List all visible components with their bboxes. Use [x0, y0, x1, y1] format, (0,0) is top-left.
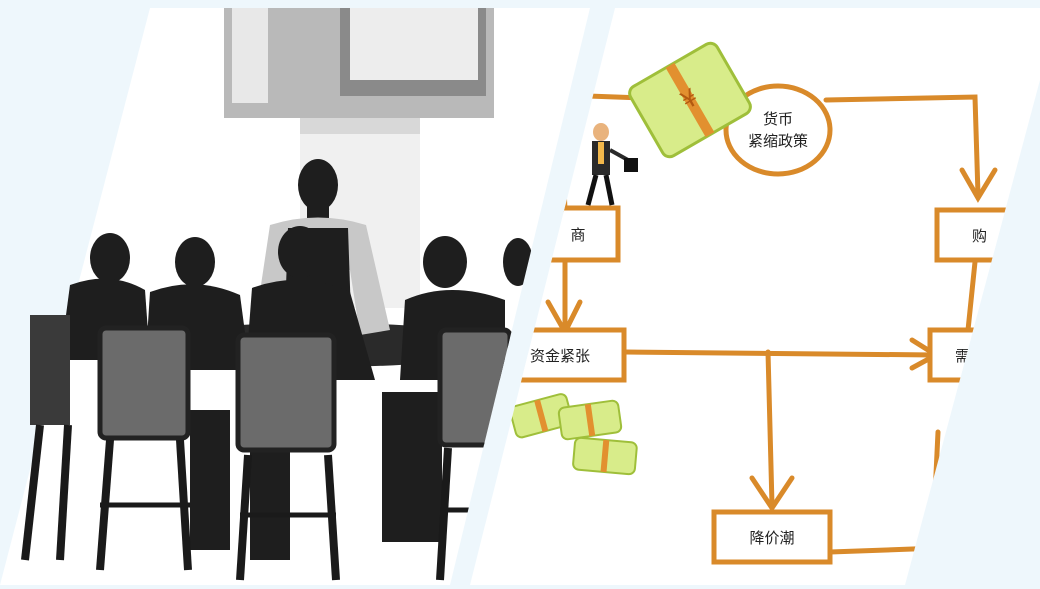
- funds-tight-box: 资金紧张: [509, 327, 627, 383]
- right-mid-label: 需: [955, 347, 970, 365]
- funds-tight-label: 资金紧张: [530, 347, 590, 365]
- small-money-icons: [509, 393, 638, 476]
- price-cut-box: 降价潮: [711, 509, 833, 565]
- right-mid-box: 需: [927, 327, 1033, 383]
- policy-node: 货币 紧缩政策: [723, 83, 833, 177]
- left-panel: [0, 8, 590, 585]
- lamp-icon: [224, 8, 494, 308]
- price-cut-label: 降价潮: [749, 529, 794, 547]
- merchant-label: 商: [570, 226, 585, 244]
- money-bundle-icon: ¥: [628, 41, 752, 159]
- buyer-box: 购: [934, 207, 1040, 263]
- right-panel: 货币 紧缩政策 ¥ 商: [470, 8, 1040, 585]
- policy-label-line2: 紧缩政策: [748, 132, 808, 150]
- policy-label-line1: 货币: [763, 110, 793, 128]
- buyer-label: 购: [972, 227, 987, 245]
- businessman-icon: [585, 123, 638, 206]
- merchant-box: 商: [527, 205, 621, 263]
